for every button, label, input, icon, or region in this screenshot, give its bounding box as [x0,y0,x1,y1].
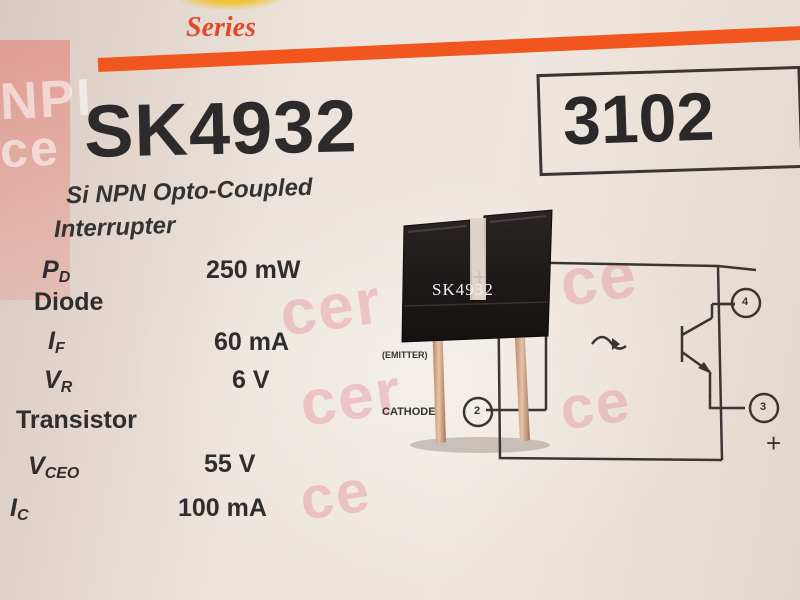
spec-heading-diode: Diode [34,288,104,316]
spec-symbol-vr: VR [44,366,73,396]
spec-value-pd: 250 mW [206,256,301,284]
emitter-label: (EMITTER) [382,350,428,360]
spec-symbol-vceo: VCEO [28,452,80,482]
pin-circle [748,392,780,424]
cathode-label: CATHODE [382,406,436,418]
series-text: Series [186,12,256,43]
spec-value-vceo: 55 V [204,450,256,478]
spec-value-vr: 6 V [232,366,270,394]
plus-sign-bottom: + [766,428,782,458]
spec-value-if: 60 mA [214,328,290,356]
spec-value-ic: 100 mA [178,494,267,522]
pin-number-2: 2 [474,405,481,417]
spec-symbol-pd: PD [42,256,71,286]
pin-circle [462,396,494,428]
component-slot [470,218,486,300]
logo-fragment [110,0,300,20]
spec-heading-transistor: Transistor [16,406,137,434]
pin-number-3: 3 [760,401,767,413]
left-red-strip [0,40,70,300]
arrow-icon [612,338,620,350]
spec-symbol-if: IF [48,327,65,357]
component-pin [432,318,446,444]
spec-symbol-ic: IC [10,494,29,524]
component-pin [514,318,530,442]
pin-circle [730,287,762,319]
arrow-icon [698,362,712,374]
component-marking: SK4932 [432,280,494,299]
pin-number-4: 4 [742,296,749,308]
